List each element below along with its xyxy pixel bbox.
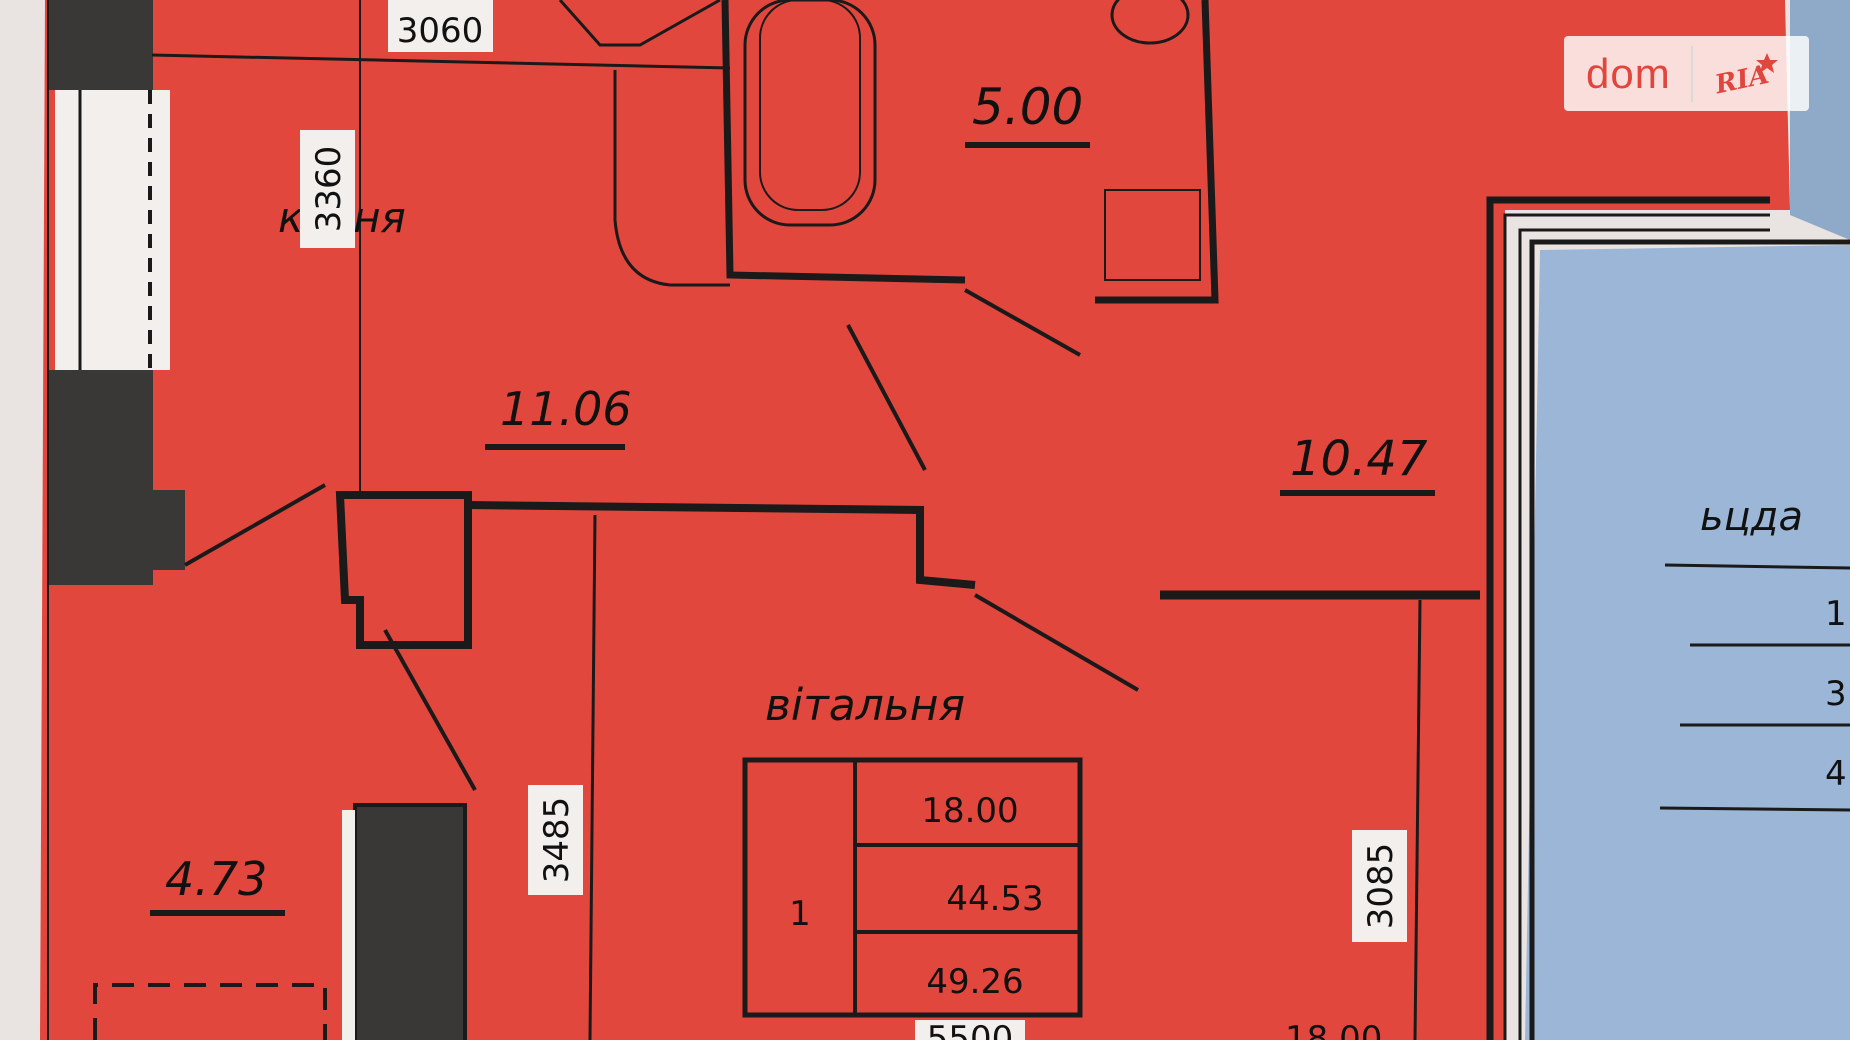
dim-box-kitchen-depth — [300, 130, 355, 248]
dim-box-bottom-width — [915, 1020, 1025, 1040]
watermark-text: dom — [1586, 49, 1671, 97]
left-wall-block-mid — [48, 370, 153, 585]
bathroom-door — [964, 288, 1081, 357]
watermark-separator — [1690, 45, 1693, 102]
bathtub-inner — [759, 0, 861, 211]
balcony-area: 4.73 — [165, 852, 267, 906]
dim-bottom-width: 5500 — [927, 1019, 1014, 1040]
entry-wall-inner2 — [1518, 228, 1770, 1040]
summary-room-count: 1 — [789, 894, 811, 934]
entry-wall-inner1 — [1503, 213, 1770, 1040]
balcony-door — [184, 483, 326, 567]
entry-wall-inner3 — [1529, 239, 1850, 1040]
neighbor-apartment-fill — [1525, 245, 1850, 1040]
kitchen-top-line — [151, 53, 731, 70]
column-bottom — [353, 803, 467, 1040]
right-panel-row-2: 3 — [1825, 674, 1847, 714]
apartment-fill — [40, 0, 1790, 1040]
window-opening — [55, 90, 170, 370]
dim-living-depth: 3485 — [537, 797, 577, 884]
summary-total-with-balcony: 49.26 — [926, 962, 1023, 1002]
shaft — [335, 491, 472, 649]
right-panel-label: ьцда — [1700, 494, 1803, 540]
entry-wall-outer — [1486, 196, 1770, 1040]
left-wall-block-top — [48, 0, 153, 90]
bathroom-wall-left — [721, 0, 966, 284]
living-label: вітальня — [765, 680, 965, 731]
right-panel-row-1: 1 — [1825, 594, 1847, 634]
summary-living-area: 18.00 — [921, 791, 1018, 831]
bath-area: 5.00 — [972, 78, 1083, 136]
dim-bottom-right: 18.00 — [1285, 1019, 1382, 1040]
kitchen-door — [846, 324, 927, 471]
dim-kitchen-depth: 3360 — [309, 146, 349, 233]
toilet — [1110, 0, 1190, 45]
dim-box-hall-depth — [1352, 830, 1407, 942]
panel-line-1 — [1664, 563, 1850, 570]
hall-dim-line — [1413, 599, 1422, 1040]
dim-box-living-depth — [528, 785, 583, 895]
dim-kitchen-width: 3060 — [397, 11, 484, 51]
living-dim-line — [588, 514, 597, 1040]
bathroom-wall-right — [1095, 0, 1219, 304]
closet-door — [383, 629, 477, 791]
hall-area: 10.47 — [1290, 431, 1428, 487]
bathtub — [743, 0, 877, 227]
kitchen-area: 11.06 — [500, 382, 632, 436]
column-edge — [342, 810, 355, 1040]
left-wall-notch — [145, 490, 185, 570]
sink-shape — [558, 0, 721, 47]
panel-line-4 — [1659, 806, 1850, 812]
summary-table — [742, 757, 1083, 1018]
shower-tray — [1104, 189, 1201, 281]
living-door — [973, 593, 1140, 692]
dim-box-kitchen-width — [388, 0, 493, 52]
dim-hall-depth: 3085 — [1361, 843, 1401, 930]
right-panel-row-3: 4 — [1825, 754, 1847, 794]
ria-logo-icon: RIA — [1711, 52, 1778, 99]
kitchen-counter — [613, 70, 730, 287]
watermark: dom RIA — [1564, 36, 1809, 111]
summary-total-area: 44.53 — [946, 879, 1043, 919]
kitchen-living-wall — [464, 501, 976, 589]
